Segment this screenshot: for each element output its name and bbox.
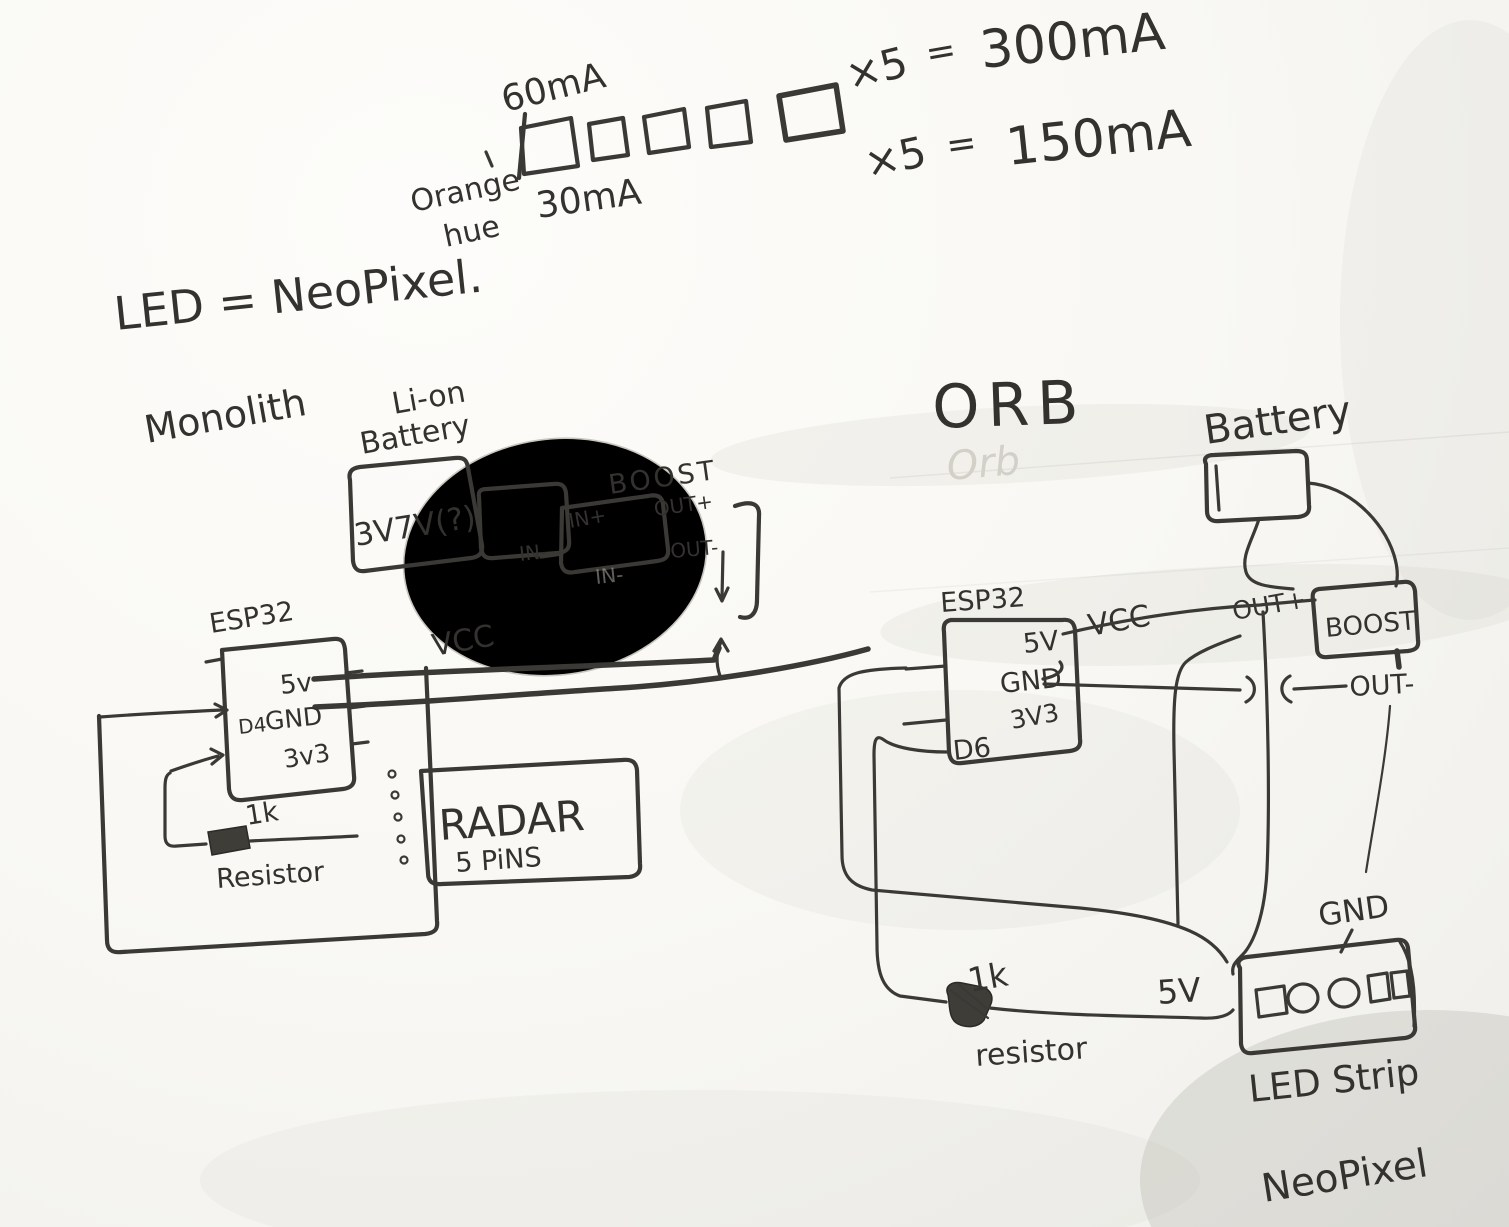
orb-title-ghost: Orb [945,438,1022,490]
monolith-resistor-body [207,825,251,856]
wire-d6-data [872,736,949,1004]
orb-pin-d6: D6 [951,732,992,767]
monolith-out-minus: OUT- [669,535,719,563]
monolith-resistor-value: 1k [243,796,281,832]
wire-d4-arrowhead [213,702,229,719]
strip-gnd-label: GND [1316,888,1391,934]
monolith-enclosure-box [96,665,440,955]
monolith-resistor-label: Resistor [215,856,326,895]
wire-gnd [312,646,871,710]
led-square-1 [518,115,581,177]
down-arrow [720,550,725,600]
orb-battery-label: Battery [1201,388,1354,454]
orb-boost-box [1310,579,1421,660]
boost-output-bracket [732,501,762,620]
label-150ma: 150mA [1003,99,1194,178]
orb-resistor-label: resistor [974,1031,1089,1074]
orb-battery-box [1202,448,1312,524]
strip-cell-circle-2 [1327,977,1361,1009]
orb-title: ORB [931,368,1087,443]
wire-resistor-right [248,834,359,843]
wire-hop-right-arc [1280,674,1293,704]
wire-battery-to-boost-right [1306,481,1399,588]
tick-mark [484,150,494,168]
radar-pin-dots [387,769,409,865]
label-60ma: 60mA [497,55,610,120]
wire-gnd-to-outminus [1292,684,1348,691]
led-square-4 [704,98,754,150]
strip-5v-label: 5V [1156,970,1203,1012]
label-eq-bottom: = [944,122,980,167]
monolith-in-minus-ghost: IN- [594,562,624,589]
wire-data-to-strip [988,1006,1235,1020]
monolith-title: Monolith [141,380,310,452]
heading-led-neopixel: LED = NeoPixel. [112,249,485,341]
label-eq-top: = [922,29,959,75]
wire-hop-left-arc [1244,675,1256,704]
esp32-pin-ticks [204,657,370,746]
label-30ma: 30mA [534,172,645,227]
strip-cell-square [1254,984,1289,1019]
monolith-pin-d4: D4 [237,712,267,739]
wire-resistor-left [163,771,208,848]
wire-gnd-loop [837,666,1229,964]
up-arrow-head [712,637,730,653]
led-current-calc: 60mA 30mA Orange hue ×5 = 300mA ×5 = 150… [407,2,1194,255]
monolith-pin-gnd: GND [264,701,324,736]
down-arrow-head [714,586,730,603]
strip-cell-rect-1 [1366,971,1392,1004]
wire-rx-arrowhead [209,747,225,766]
label-hue: hue [440,209,503,255]
led-squares [484,82,846,181]
wire-outminus-down [1364,704,1392,874]
orb-pin-gnd: GND [998,663,1063,700]
led-strip-end-cap [1398,940,1417,1028]
orb-pin-5v: 5V [1021,625,1060,660]
led-strip-cells [1254,969,1412,1019]
radar-box [418,757,643,887]
label-x5-top: ×5 [841,37,913,100]
wire-gnd-loop-right [1172,634,1242,926]
wire-rx-diagonal [169,754,220,773]
led-square-5 [776,82,846,143]
orb-battery-inner-stroke [1214,464,1221,512]
boost-out-minus-tick [1394,648,1402,670]
orb-out-minus: OUT- [1349,669,1415,703]
wire-d4 [98,708,224,719]
strip-cell-circle-1 [1286,982,1320,1014]
wire-5v-down-to-strip [1231,610,1271,976]
wire-orb-vcc [1061,598,1317,636]
orb-esp32-left-stubs [902,664,948,726]
radar-label-line2: 5 PiNS [454,842,542,879]
paper-shading [200,20,1509,1227]
label-300ma: 300mA [977,2,1168,81]
monolith-in-minus: IN- [518,539,548,566]
label-x5-bottom: ×5 [860,127,931,188]
wire-in-minus [539,552,564,559]
led-square-2 [586,115,631,163]
wire-vcc [311,645,722,682]
wire-gnd-hook [1041,660,1064,681]
monolith-boost-box [558,493,671,575]
strip-cell-rect-2 [1389,969,1412,1000]
monolith-esp32-label: ESP32 [207,596,296,640]
monolith-esp32-box [219,636,357,803]
orb-resistor-scribble [948,982,990,1020]
led-square-3 [641,106,692,156]
orb-resistor-value: 1k [965,954,1012,1000]
monolith-pin-3v3: 3v3 [281,738,332,774]
orb-esp32-label: ESP32 [939,582,1026,619]
label-orange: Orange [407,163,523,220]
wire-gnd-horizontal [1042,682,1242,692]
orb-circuit: ORB Orb Battery BOOST OUT+ VCC ESP32 5V … [837,368,1431,1212]
wire-gnd-into-strip [1339,928,1354,954]
radar-label-line1: RADAR [437,791,586,850]
wire-battery-to-boost-left [1243,517,1295,591]
monolith-pin-5v: 5v [279,668,314,701]
orb-esp32-box [941,617,1083,766]
